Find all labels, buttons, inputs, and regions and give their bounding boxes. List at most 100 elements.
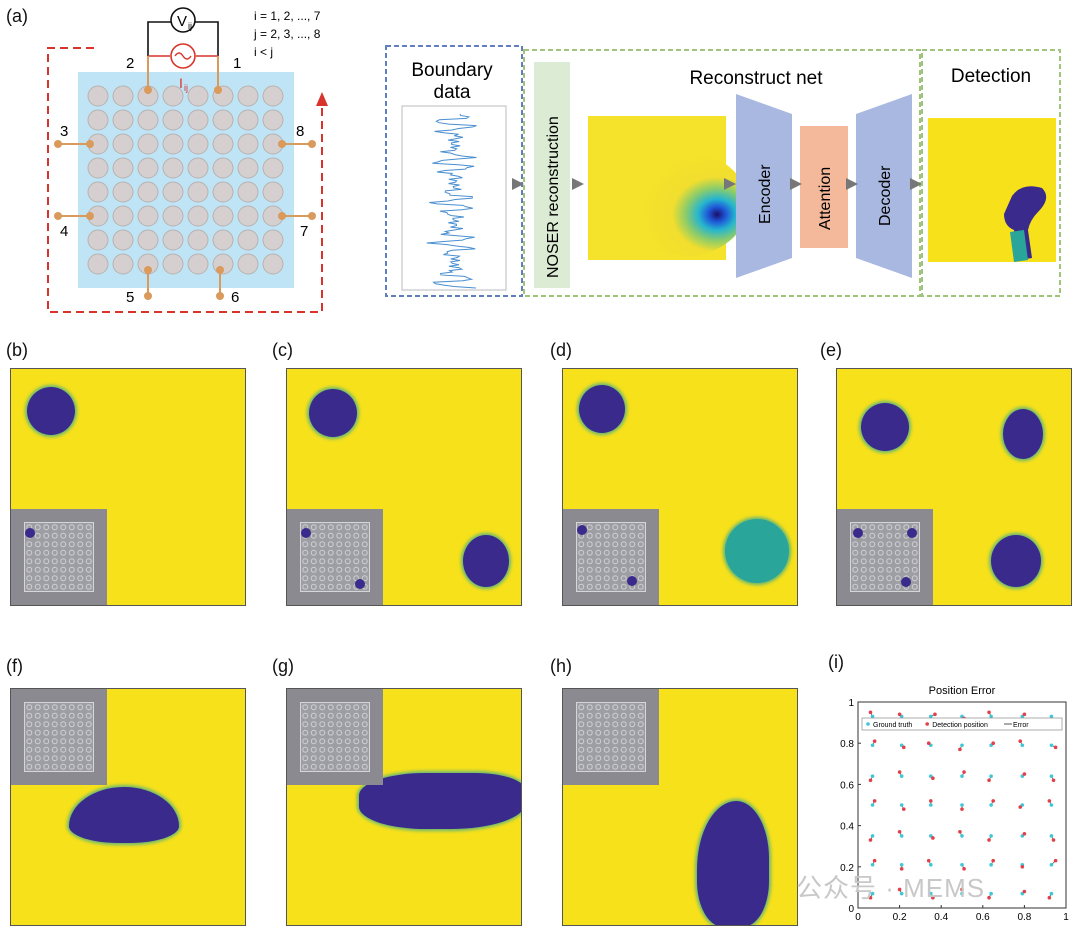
detection-point <box>1022 712 1027 717</box>
detection-panel-h <box>562 688 798 926</box>
ground-truth-point <box>960 862 964 867</box>
sensor-node <box>112 229 134 251</box>
sensor-node <box>87 109 109 131</box>
detection-point <box>868 710 873 715</box>
noser-label: NOSER reconstruction <box>545 116 562 278</box>
x-tick-label: 0.8 <box>1017 912 1031 923</box>
ground-truth-point <box>929 803 933 807</box>
detection-title: Detection <box>951 66 1031 87</box>
ground-truth-point <box>1049 774 1054 778</box>
encoder-block <box>736 94 792 278</box>
ground-truth-point <box>960 891 964 896</box>
sensor-photo <box>24 522 94 592</box>
electrode-3: 3 <box>60 123 68 140</box>
attention-block <box>800 126 848 248</box>
reconstruct-title: Reconstruct net <box>689 68 823 89</box>
detection-point <box>987 778 991 783</box>
sensor-photo <box>300 702 370 772</box>
y-tick-label: 0.4 <box>840 822 854 833</box>
arrow-icon <box>846 178 858 190</box>
ground-truth-point <box>929 714 933 719</box>
current-label: I <box>179 75 183 91</box>
ground-truth-point <box>870 743 875 748</box>
detection-point <box>899 867 904 871</box>
x-tick-label: 0.4 <box>934 912 948 923</box>
detection-point <box>931 836 935 840</box>
panel-label-d: (d) <box>550 340 572 360</box>
arrow-icon <box>790 178 802 190</box>
y-tick-label: 0 <box>848 904 854 915</box>
sensor-node <box>212 157 234 179</box>
sensor-node <box>237 229 259 251</box>
ground-truth-point <box>899 774 904 778</box>
arrow-icon <box>572 178 584 190</box>
detection-point <box>1053 745 1058 750</box>
detection-point <box>958 747 962 752</box>
sensor-node <box>187 133 209 155</box>
detected-object <box>861 403 909 451</box>
ground-truth-point <box>1049 862 1054 867</box>
ground-truth-point <box>899 862 904 867</box>
detected-object <box>27 387 75 435</box>
ground-truth-point <box>929 891 933 896</box>
sensor-node <box>137 109 159 131</box>
detected-object <box>69 787 179 843</box>
ground-truth-point <box>899 803 904 807</box>
ground-truth-point <box>870 891 875 896</box>
detected-object <box>725 519 789 583</box>
ground-truth-point <box>960 803 964 807</box>
sensor-node <box>162 85 184 107</box>
photo-inset <box>563 689 659 785</box>
detection-point <box>901 807 906 811</box>
sensor-node <box>162 253 184 275</box>
panel-label-b: (b) <box>6 340 28 360</box>
sensor-node <box>87 85 109 107</box>
detection-panel-d <box>562 368 798 606</box>
ground-truth-point <box>989 862 993 867</box>
boundary-box <box>385 45 523 297</box>
detected-object <box>1003 409 1043 459</box>
sensor-node <box>187 205 209 227</box>
sensor-node <box>112 205 134 227</box>
sensor-photo <box>24 702 94 772</box>
arrow-icon <box>512 178 524 190</box>
ground-truth-point <box>989 803 993 807</box>
detection-point <box>897 770 902 774</box>
sensor-node <box>237 181 259 203</box>
detection-point <box>872 739 877 743</box>
sensor-node <box>87 181 109 203</box>
detection-point <box>960 807 964 811</box>
y-tick-label: 1 <box>848 698 854 709</box>
detection-point <box>1047 895 1052 900</box>
y-tick-label: 0.8 <box>840 739 854 750</box>
ground-truth-point <box>899 891 904 896</box>
panel-label-a: (a) <box>6 6 28 26</box>
detection-panel-e <box>836 368 1072 606</box>
scan-path <box>47 47 323 313</box>
sensor-node <box>187 109 209 131</box>
scan-arrow-icon <box>316 92 328 106</box>
ground-truth-point <box>960 774 964 778</box>
sensor-grid <box>87 85 284 275</box>
sensor-node <box>212 229 234 251</box>
ground-truth-point <box>870 714 875 719</box>
detected-object <box>309 389 357 437</box>
detection-point <box>931 776 935 781</box>
voltmeter-sub: ij <box>188 21 192 31</box>
detection-point <box>1022 772 1027 776</box>
sensor-node <box>187 229 209 251</box>
noser-block <box>534 62 570 288</box>
panel-label-g: (g) <box>272 656 294 676</box>
photo-inset <box>11 509 107 605</box>
sensor-node <box>187 253 209 275</box>
electrode-7: 7 <box>300 223 308 240</box>
detected-object <box>463 535 509 587</box>
sensor-node <box>262 229 284 251</box>
detection-point <box>991 741 995 745</box>
detection-point <box>897 887 902 892</box>
sensor-node <box>162 229 184 251</box>
sensor-node <box>212 181 234 203</box>
sensor-node <box>112 109 134 131</box>
detection-point <box>872 799 877 803</box>
